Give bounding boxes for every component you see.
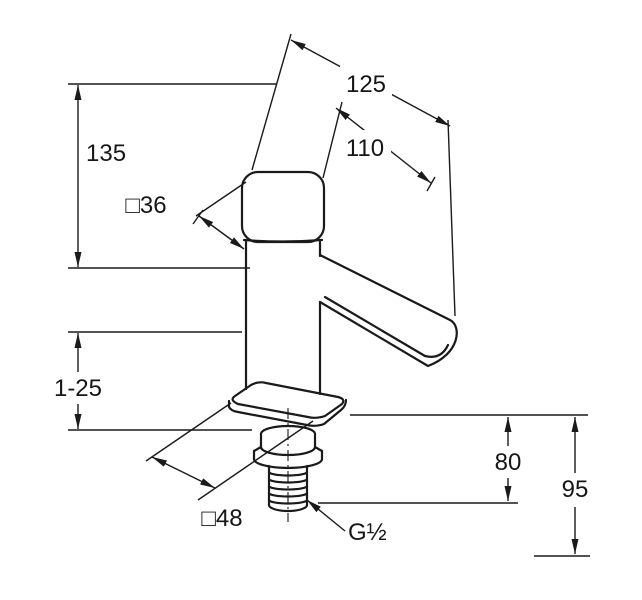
- dimension-labels: 125 110 135 □36 1-25 80 95 □48 G½: [54, 66, 588, 546]
- spout-outline: [318, 253, 458, 368]
- nut-flange-right-joint: [313, 445, 324, 453]
- ext-base-square-right: [197, 420, 314, 501]
- spout-contour-line: [323, 295, 450, 358]
- nut-flange-bottom-arc: [252, 457, 324, 470]
- dim-line-36: [198, 215, 245, 250]
- ext-reach-right: [447, 119, 456, 317]
- nut-upper-top-arc: [259, 424, 317, 436]
- dim-label-body-square-36: □36: [125, 192, 166, 219]
- label-knockout-110: [339, 130, 391, 162]
- ext-base-square-left: [145, 402, 232, 462]
- tick-36-end: [192, 209, 204, 225]
- thread-label-g-half: G½: [348, 519, 387, 546]
- thread-line: [267, 498, 309, 505]
- handle-body-joint: [242, 238, 324, 243]
- thread-line: [267, 477, 309, 484]
- extension-lines: [68, 33, 590, 557]
- dim-line-48: [151, 456, 216, 489]
- base-plate-thickness: [227, 398, 348, 427]
- thread-line: [267, 484, 309, 491]
- dim-label-80: 80: [495, 449, 522, 476]
- nut-flange-left-joint: [252, 445, 263, 453]
- tick-110-end: [426, 176, 436, 192]
- dim-label-135: 135: [86, 140, 126, 167]
- base-plate-top: [231, 381, 345, 419]
- ext-body-square: [195, 181, 247, 217]
- ext-reach-left: [251, 33, 292, 171]
- faucet-outline: [227, 170, 458, 513]
- dim-label-95: 95: [562, 476, 589, 503]
- dim-label-125: 125: [346, 71, 386, 98]
- thread-leader-line: [306, 499, 346, 532]
- shank-bottom-arc: [267, 503, 309, 513]
- dim-label-clamp-1-25: 1-25: [54, 375, 102, 402]
- dim-label-110: 110: [346, 135, 384, 162]
- label-knockout-125: [340, 66, 392, 98]
- dim-label-base-square-48: □48: [201, 505, 242, 532]
